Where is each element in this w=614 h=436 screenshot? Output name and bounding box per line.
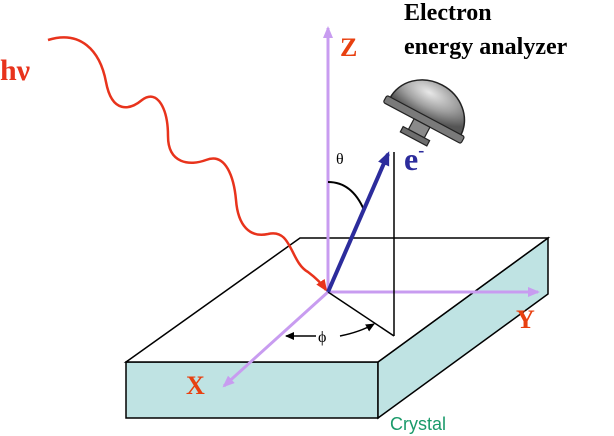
z-axis-label: Z — [340, 33, 357, 62]
electron-charge: - — [418, 140, 424, 160]
theta-label: θ — [336, 151, 344, 168]
y-axis-label: Y — [516, 305, 535, 334]
analyzer-title-line1: Electron — [404, 0, 492, 26]
projection-lines — [327, 152, 395, 337]
analyzer-title-line2: energy analyzer — [404, 34, 568, 60]
phi-label: ϕ — [318, 329, 326, 346]
x-axis-label: X — [186, 371, 205, 400]
crystal-front-face — [125, 361, 379, 419]
electron-label: e- — [404, 140, 424, 177]
hemispherical-analyzer-icon — [383, 79, 466, 147]
crystal-top-face — [123, 237, 551, 363]
crystal-slab — [123, 236, 551, 420]
photon-wave — [47, 36, 328, 292]
photon-label: hν — [0, 54, 31, 87]
x-axis — [222, 290, 330, 388]
crystal-label: Crystal — [390, 414, 446, 434]
electron-vector — [326, 151, 390, 293]
theta-arc — [327, 181, 365, 211]
phi-arc — [285, 323, 375, 340]
